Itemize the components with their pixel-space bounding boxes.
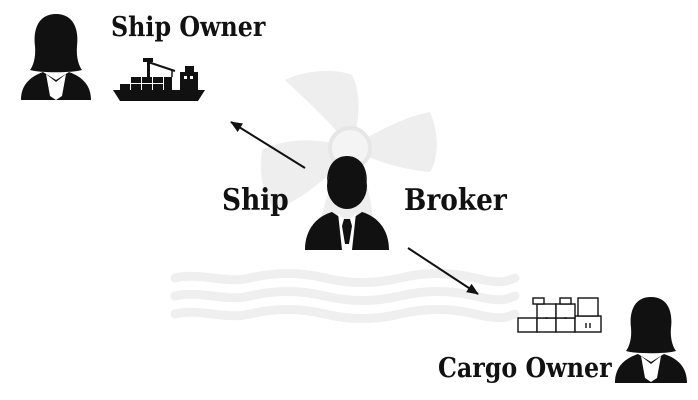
cargo-ship-icon xyxy=(113,58,205,101)
arrow-to-ship-owner xyxy=(230,121,306,169)
cargo-owner-label: Cargo Owner xyxy=(438,353,612,384)
water-waves-icon xyxy=(170,269,520,323)
ship-owner-label: Ship Owner xyxy=(111,12,266,43)
broker-label: Broker xyxy=(404,183,507,218)
businessman-icon xyxy=(305,156,389,250)
cargo-owner-person-icon xyxy=(615,297,687,383)
ship-owner-person-icon xyxy=(21,14,91,100)
arrow-to-cargo-owner xyxy=(407,247,479,295)
ship-label: Ship xyxy=(222,183,289,218)
cargo-boxes-icon xyxy=(517,297,602,333)
